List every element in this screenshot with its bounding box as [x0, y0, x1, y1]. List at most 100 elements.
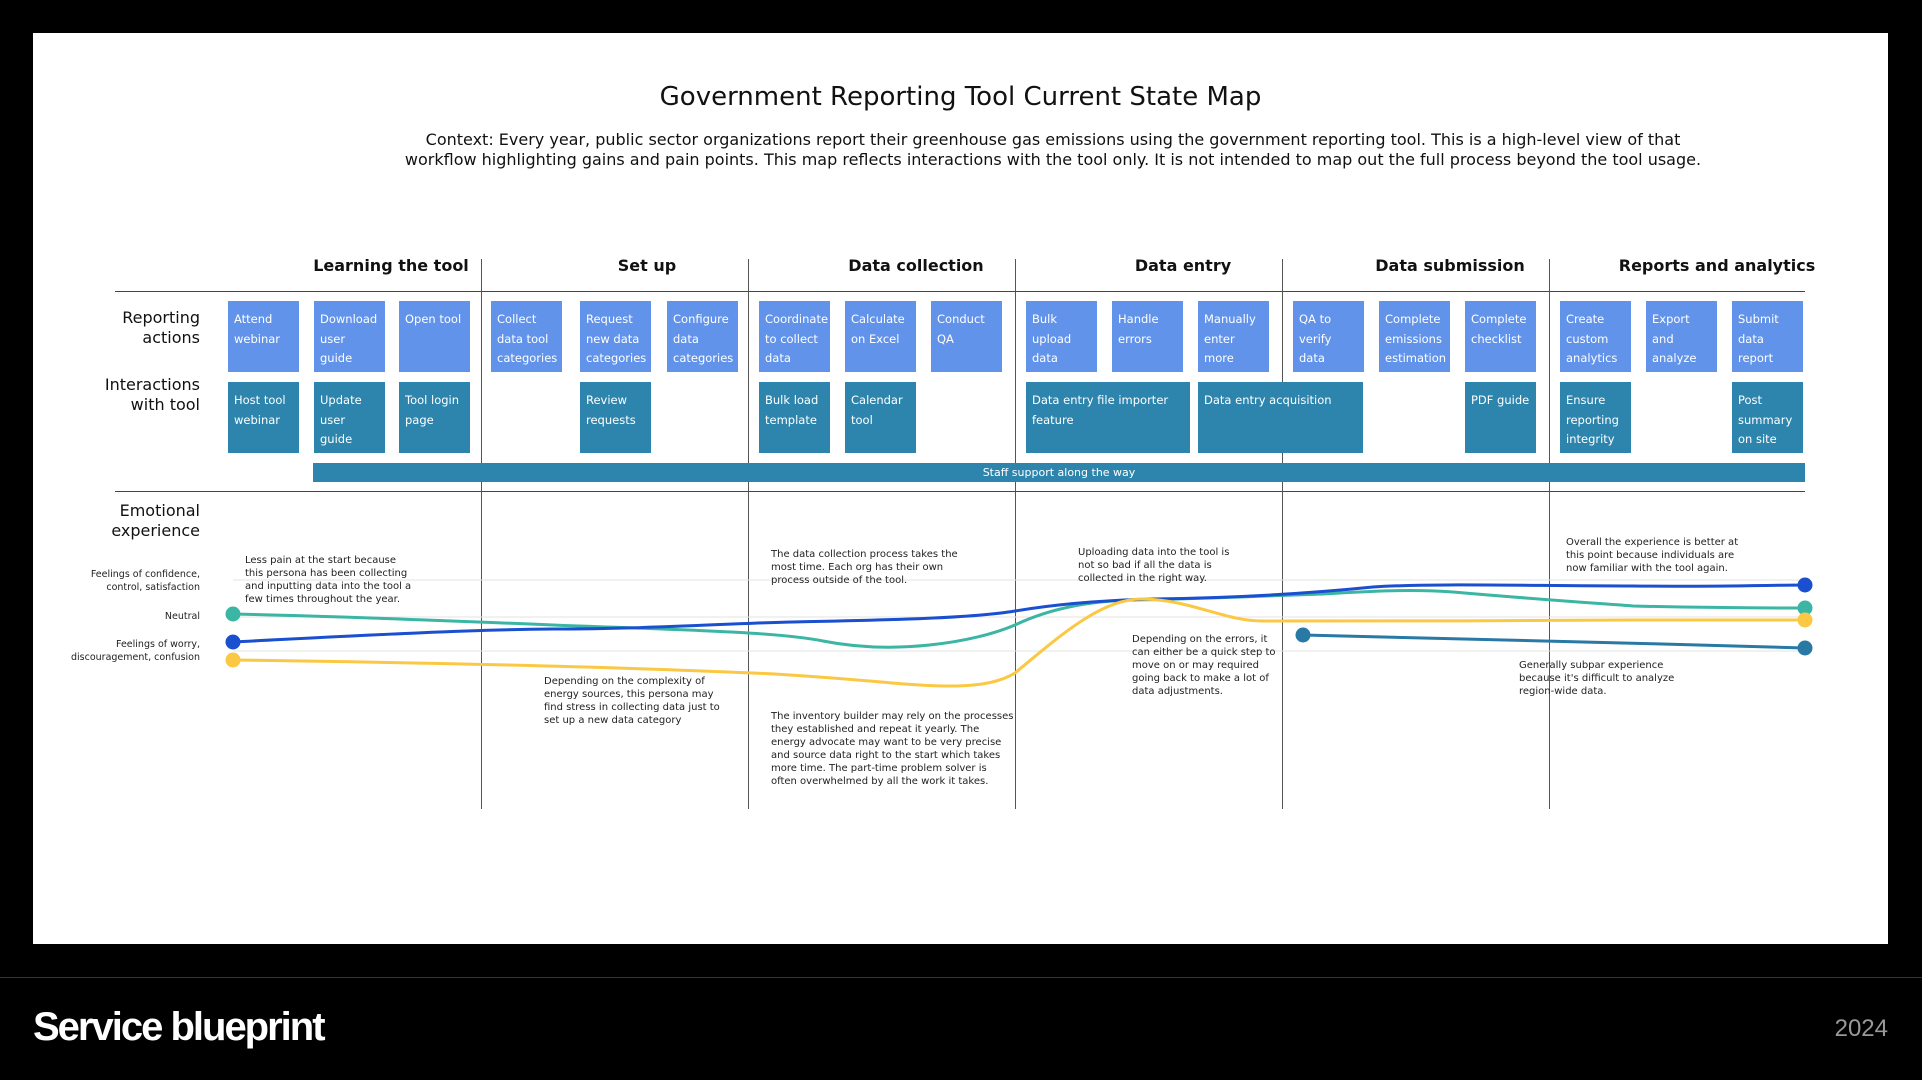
emotion-level-positive: Feelings of confidence, control, satisfa… — [73, 568, 200, 594]
card-line: categories — [497, 351, 558, 365]
context-line: Context: Every year, public sector organ… — [425, 130, 1681, 149]
note-data-entry: Uploading data into the tool is not so b… — [1078, 546, 1229, 585]
interaction-card: Data entry acquisition — [1198, 382, 1363, 453]
card-line: user guide — [320, 412, 353, 447]
emotion-dot-steel-end — [1797, 640, 1813, 656]
emotion-dot-navy-start — [225, 634, 241, 650]
card-line: Manually — [1204, 312, 1256, 326]
emotion-line-steel — [1302, 633, 1806, 650]
card-line: Download — [320, 312, 378, 326]
note-line: set up a new data category — [544, 715, 682, 726]
card-line: estimation — [1385, 351, 1447, 365]
card-line: custom — [1566, 331, 1609, 346]
card-line: entered — [1299, 370, 1344, 385]
emotion-dot-steel-start — [1295, 627, 1311, 643]
note-line: now familiar with the tool again. — [1566, 563, 1728, 574]
note-line: going back to make a lot of — [1132, 673, 1269, 684]
card-line: Tool login — [405, 393, 460, 407]
note-line: data adjustments. — [1132, 686, 1223, 697]
note-line: move on or may required — [1132, 660, 1260, 671]
note-personas: The inventory builder may rely on the pr… — [771, 710, 1013, 788]
card-line: new data — [586, 331, 640, 346]
action-card: Create custom analytics — [1560, 301, 1631, 372]
note-line: not so bad if all the data is — [1078, 560, 1212, 571]
card-line: data tool — [497, 331, 549, 346]
card-line: data — [673, 331, 699, 346]
footer-title: Service blueprint — [33, 1005, 326, 1049]
note-line: can either be a quick step to — [1132, 647, 1276, 658]
card-line: webinar — [234, 412, 281, 427]
note-line: energy advocate may want to be very prec… — [771, 737, 1002, 748]
card-line: Handle — [1118, 312, 1159, 326]
footer-year: 2024 — [1834, 1015, 1888, 1042]
card-line: requests — [586, 412, 636, 427]
card-line: integrity — [1566, 432, 1615, 446]
card-line: on site — [1738, 432, 1777, 446]
note-line: Depending on the errors, it — [1132, 634, 1268, 645]
note-line: and source data right to the start which… — [771, 750, 1001, 761]
note-errors: Depending on the errors, it can either b… — [1132, 633, 1276, 698]
card-line: Open tool — [405, 312, 462, 326]
card-line: emissions — [1385, 331, 1442, 346]
row-label-line: experience — [111, 521, 200, 540]
note-line: Generally subpar experience — [1519, 660, 1664, 671]
card-line: Create — [1566, 312, 1605, 326]
emotion-level-line: Feelings of confidence, — [90, 569, 200, 580]
card-line: QA — [937, 331, 954, 346]
card-line: webinar — [234, 331, 281, 346]
card-line: to collect — [765, 331, 818, 346]
note-line: because it's difficult to analyze — [1519, 673, 1675, 684]
page-title: Government Reporting Tool Current State … — [659, 82, 1262, 112]
card-line: more data — [1204, 351, 1234, 385]
row-label-line: Emotional — [119, 501, 200, 520]
emotion-level-line: Feelings of worry, — [116, 639, 200, 650]
row-label-line: Interactions — [104, 375, 200, 394]
card-line: report — [1738, 351, 1774, 365]
phase-divider — [748, 259, 749, 809]
phase-divider — [1549, 259, 1550, 809]
card-line: Submit — [1738, 312, 1779, 326]
card-line: Bulk load — [765, 393, 819, 407]
card-line: data — [1738, 331, 1764, 346]
note-line: The inventory builder may rely on the pr… — [771, 711, 1014, 722]
note-line: Less pain at the start because — [245, 555, 397, 566]
card-line: Calculate — [851, 312, 905, 326]
note-line: energy sources, this persona may — [544, 689, 714, 700]
card-line: data — [765, 351, 791, 365]
emotion-dot-teal-end — [1797, 600, 1813, 616]
card-line: Bulk — [1032, 312, 1058, 326]
emotion-level-neutral: Neutral — [73, 610, 200, 623]
emotion-level-line: Neutral — [164, 611, 200, 622]
card-line: Collect — [497, 312, 537, 326]
note-line: region-wide data. — [1519, 686, 1607, 697]
card-line: Configure — [673, 312, 729, 326]
note-line: often overwhelmed by all the work it tak… — [771, 776, 989, 787]
emotion-level-line: control, satisfaction — [106, 582, 200, 593]
note-line: more time. The part-time problem solver … — [771, 763, 987, 774]
card-line: verify data — [1299, 331, 1332, 366]
card-line: analyze — [1652, 351, 1697, 365]
card-line: Conduct — [937, 312, 985, 326]
note-line: this point because individuals are — [1566, 550, 1735, 561]
card-line: categories — [586, 351, 647, 365]
card-line: data — [1032, 351, 1058, 365]
row-label-line: actions — [142, 328, 200, 347]
note-line: few times throughout the year. — [245, 594, 401, 605]
emotion-line-yellow — [232, 597, 1805, 688]
card-line: Post — [1738, 393, 1763, 407]
card-line: tool — [851, 412, 873, 427]
note-line: they established and repeat it yearly. T… — [771, 724, 980, 735]
card-line: upload — [1032, 331, 1072, 346]
note-line: process outside of the tool. — [771, 575, 908, 586]
card-line: analytics — [1566, 351, 1618, 365]
